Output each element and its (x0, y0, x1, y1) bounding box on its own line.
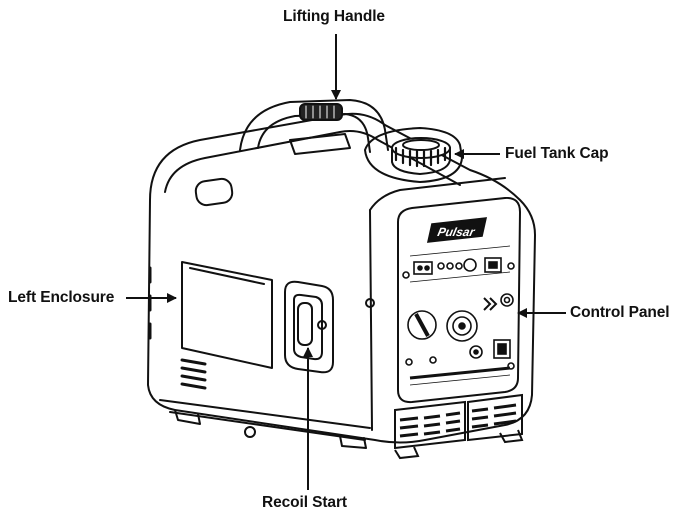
handle-grip (299, 103, 343, 121)
lifting-handle-label: Lifting Handle (283, 8, 385, 25)
control-panel-face: Pulsar (397, 196, 522, 404)
callout-lines (126, 34, 566, 490)
recoil-start-shape (284, 280, 334, 374)
control-panel-label: Control Panel (570, 304, 670, 321)
recoil-start-label: Recoil Start (262, 494, 347, 511)
left-enclosure-label: Left Enclosure (8, 289, 115, 306)
left-enclosure-panel (181, 261, 273, 369)
front-vents (394, 393, 524, 460)
lifting-handle-shape (239, 99, 389, 151)
fuel-tank-cap-shape (364, 127, 463, 183)
brand-logo: Pulsar (436, 225, 477, 239)
generator-body (147, 99, 536, 449)
fuel-tank-cap-label: Fuel Tank Cap (505, 145, 609, 162)
